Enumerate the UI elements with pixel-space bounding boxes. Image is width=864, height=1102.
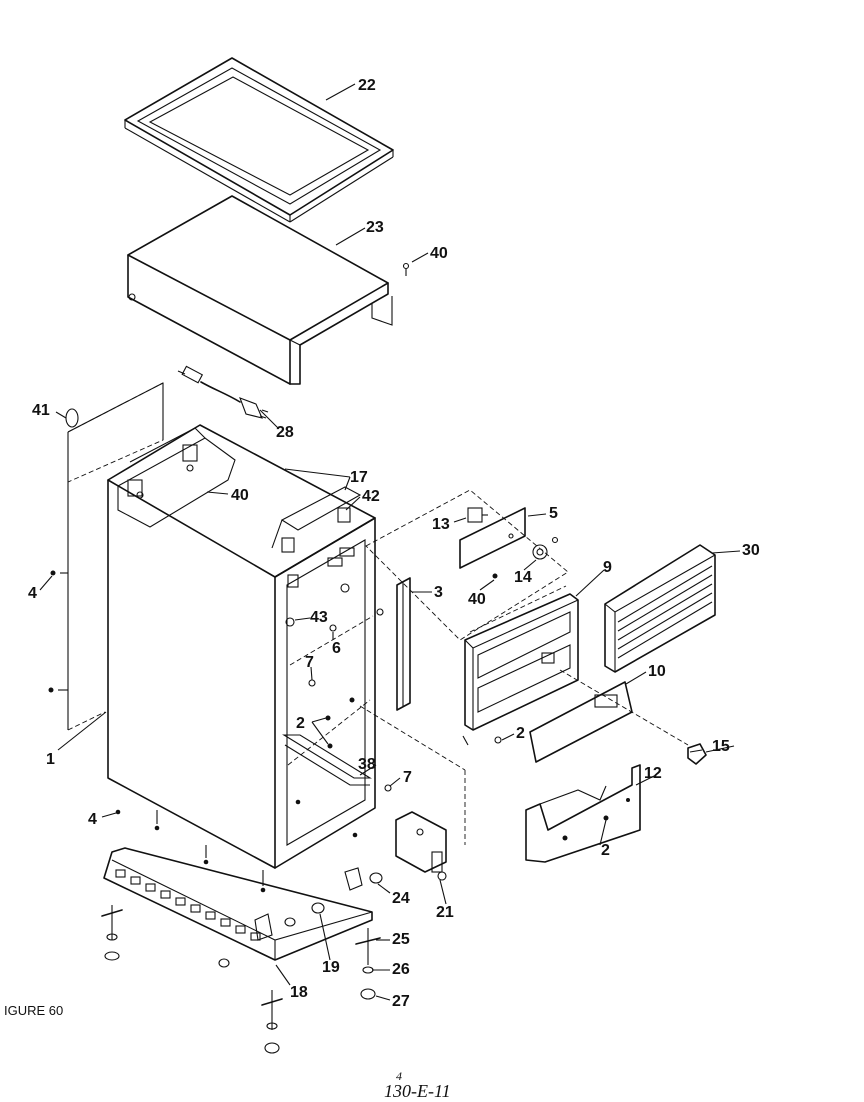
callout-12: 12 [644,765,662,782]
part-5-control-bracket [365,489,569,641]
front-fasteners [285,583,466,845]
part-23-top-cover [127,195,393,385]
callout-25: 25 [392,931,410,948]
page-note: 130-E-11 [384,1081,451,1101]
part-30-louver-trim [604,544,716,673]
callout-4-left: 4 [28,585,37,602]
part-12-lower-bracket [525,764,641,863]
figure-caption: IGURE 60 [4,1003,63,1018]
callout-24: 24 [392,890,410,907]
part-28-power-cord [177,365,269,419]
part-3-strip [396,577,411,711]
part-9-control-frame [462,585,579,746]
callout-27: 27 [392,993,410,1010]
base-louvers [115,869,261,941]
callout-23: 23 [366,219,384,236]
callout-2-panel: 2 [516,725,525,742]
callout-38: 38 [358,756,376,773]
callout-17: 17 [350,469,368,486]
callout-30: 30 [742,542,760,559]
feet-and-fasteners [101,872,383,1054]
callout-18: 18 [290,984,308,1001]
callout-28: 28 [276,424,294,441]
callout-40-top: 40 [430,245,448,262]
callout-1: 1 [46,751,55,768]
callout-14: 14 [514,569,532,586]
callout-7-upper: 7 [305,654,314,671]
callout-42: 42 [362,488,380,505]
callout-22: 22 [358,77,376,94]
part-1-cabinet [107,424,376,893]
part-18-base-rail [103,847,373,961]
part-10-panel-overlay [529,669,689,763]
part-21-hinge-bracket [395,811,447,881]
callout-13: 13 [432,516,450,533]
screw-40-top [402,262,410,276]
callout-15: 15 [712,738,730,755]
callout-21: 21 [436,904,454,921]
part-15-knob [687,743,707,765]
callout-40-bracket: 40 [231,487,249,504]
page-note-superscript: 4 [396,1069,402,1083]
callout-3: 3 [434,584,443,601]
callout-7-lower: 7 [403,769,412,786]
callout-43: 43 [310,609,328,626]
callout-2-front: 2 [296,715,305,732]
callout-4-bottom: 4 [88,811,97,828]
callout-9: 9 [603,559,612,576]
callout-10: 10 [648,663,666,680]
part-22-gasket-frame [124,57,394,223]
callout-40-panel: 40 [468,591,486,608]
part-41-back-panel [48,382,164,731]
callout-labels: 22 23 40 28 41 17 40 42 13 5 30 14 40 9 … [28,77,760,1010]
callout-19: 19 [322,959,340,976]
callout-6: 6 [332,640,341,657]
callout-5: 5 [549,505,558,522]
leader-lines [39,83,741,1001]
callout-41: 41 [32,402,50,419]
callout-2-bracket: 2 [601,842,610,859]
callout-26: 26 [392,961,410,978]
